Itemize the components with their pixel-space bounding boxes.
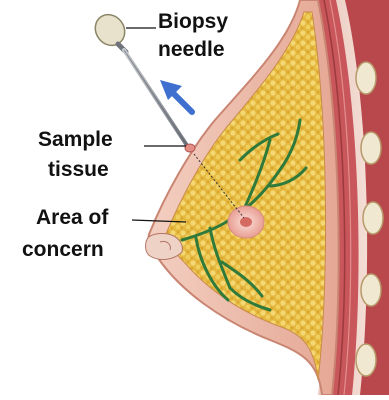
area-label-line1: Area of	[36, 206, 109, 229]
sample-label-line1: Sample	[38, 128, 113, 151]
sample-tissue-tip	[185, 144, 195, 152]
area-label-line2: concern	[22, 238, 104, 261]
arrow-up-left-icon	[160, 80, 192, 112]
needle-label-line1: Biopsy	[158, 10, 228, 33]
lesion	[228, 206, 264, 238]
sample-label-line2: tissue	[48, 158, 109, 181]
needle-label-line2: needle	[158, 38, 225, 61]
